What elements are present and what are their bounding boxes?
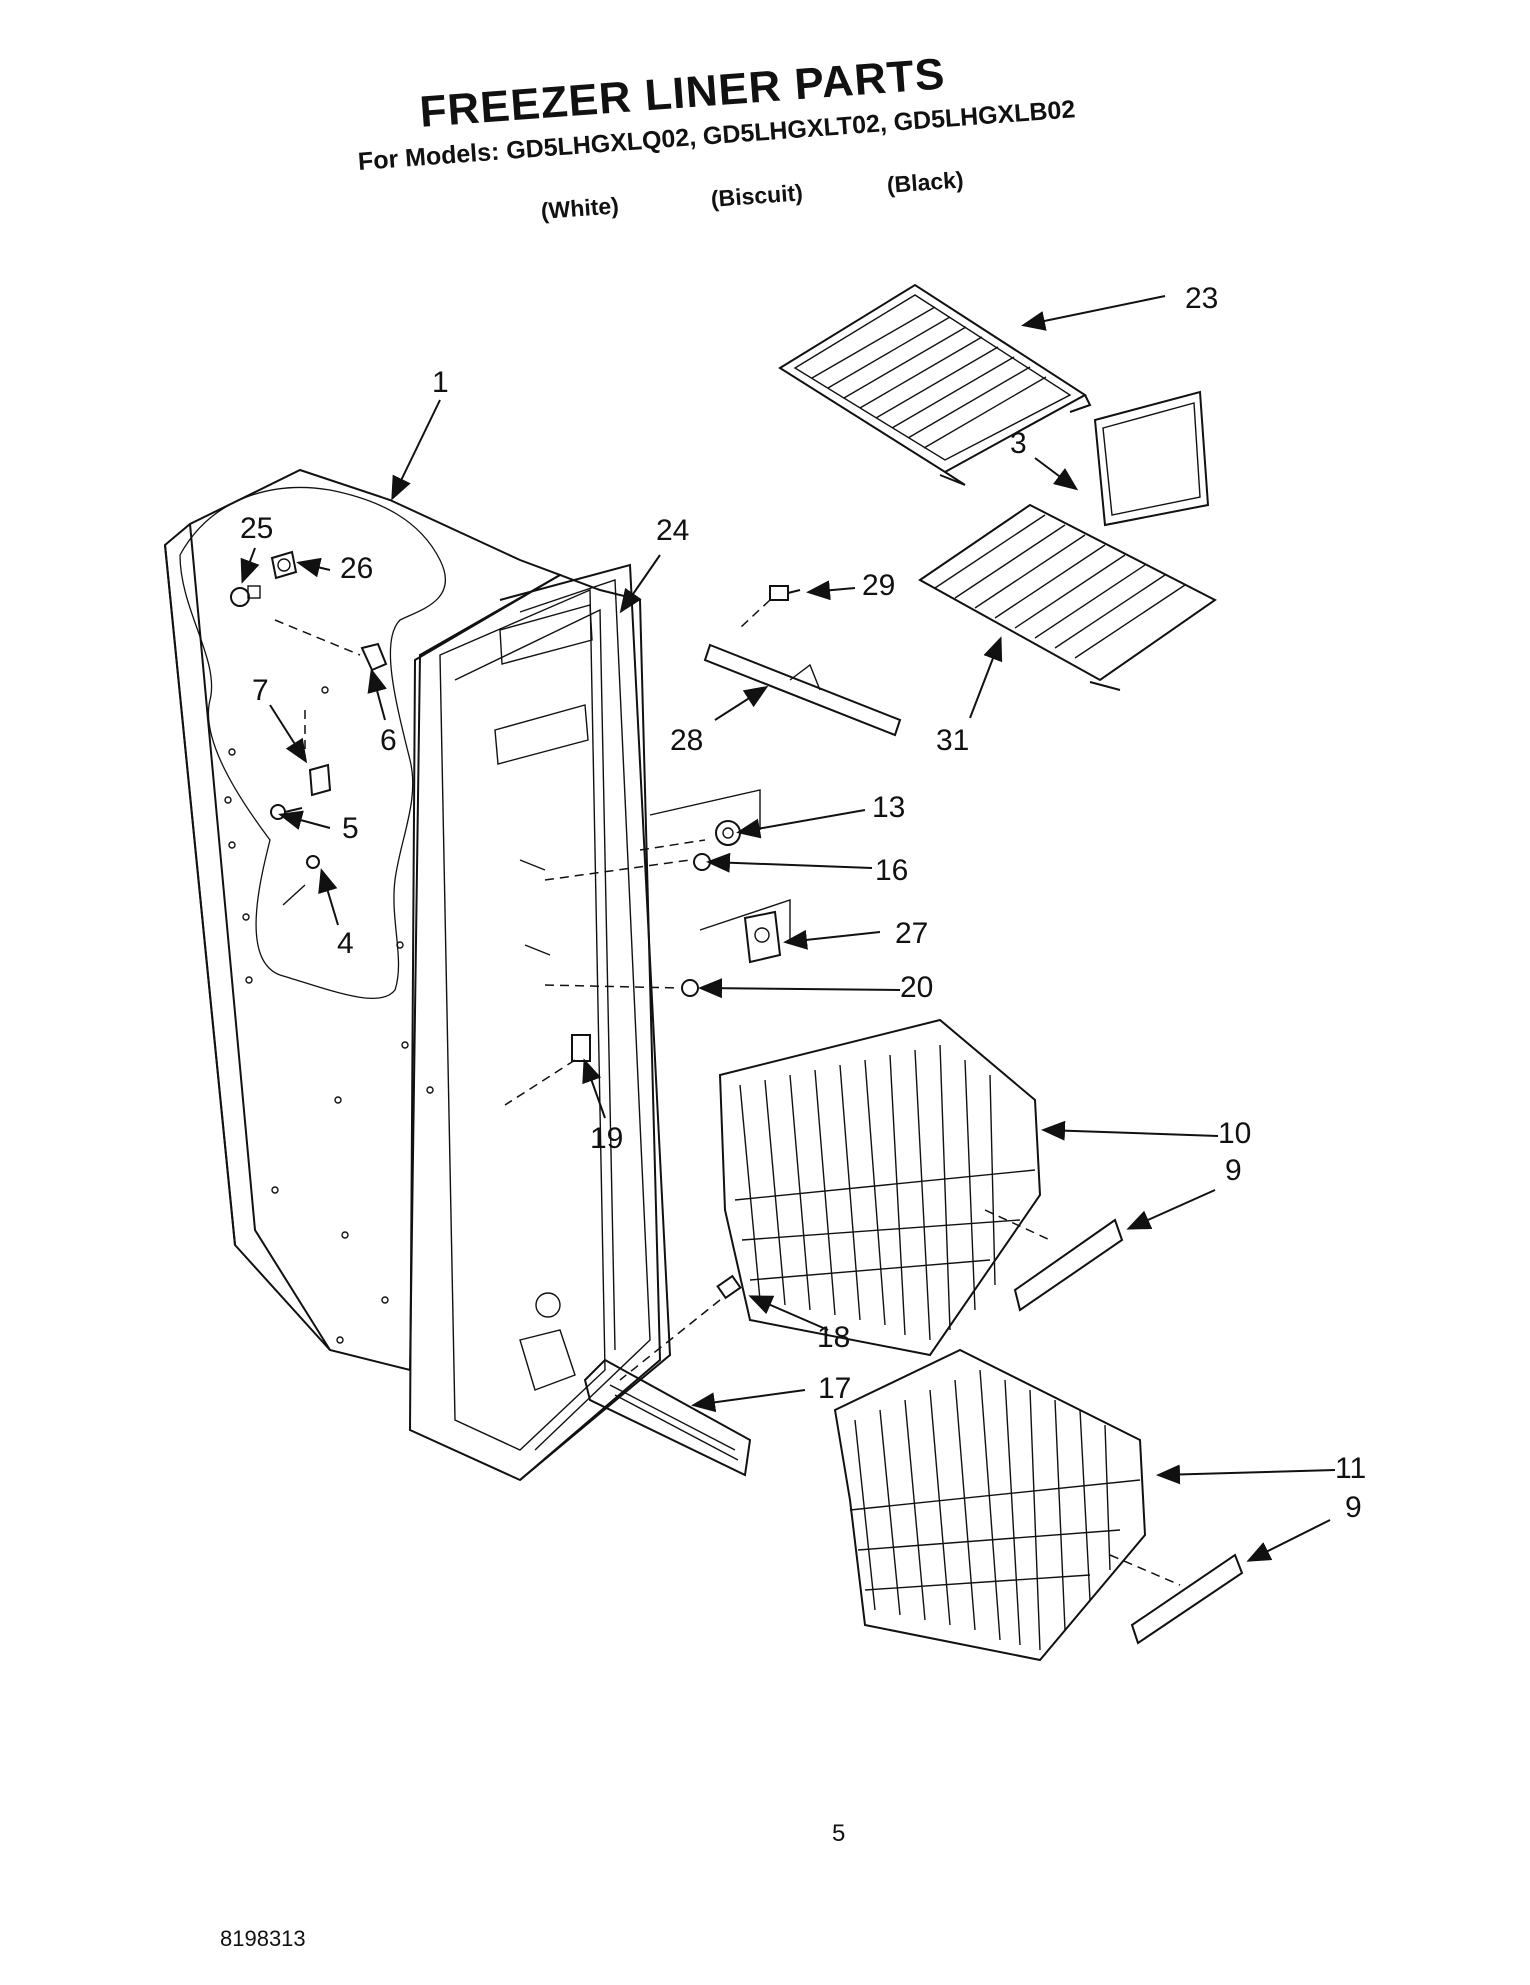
grille-17 bbox=[583, 1358, 752, 1477]
light-socket-26 bbox=[270, 550, 298, 580]
light-bulb-25 bbox=[230, 585, 261, 607]
callout-25: 25 bbox=[240, 512, 273, 545]
callout-28: 28 bbox=[670, 724, 703, 757]
wire-shelf-31 bbox=[918, 503, 1217, 691]
screw-4 bbox=[282, 855, 320, 906]
freezer-liner bbox=[163, 468, 672, 1482]
callout-11: 11 bbox=[1335, 1452, 1366, 1485]
basket-support-9a bbox=[1013, 1218, 1124, 1312]
callout-20: 20 bbox=[900, 971, 933, 1004]
basket-10 bbox=[718, 1018, 1051, 1357]
callout-27: 27 bbox=[895, 917, 928, 950]
callout-29: 29 bbox=[862, 569, 895, 602]
callout-31: 31 bbox=[936, 724, 969, 757]
callout-24: 24 bbox=[656, 514, 689, 547]
basket-11 bbox=[833, 1348, 1181, 1662]
basket-support-9b bbox=[1130, 1553, 1244, 1645]
callout-5: 5 bbox=[342, 812, 359, 845]
document-number: 8198313 bbox=[220, 1926, 306, 1951]
callout-1: 1 bbox=[432, 366, 449, 399]
callout-26: 26 bbox=[340, 552, 373, 585]
leader-arrows bbox=[240, 295, 1336, 1562]
shelf-cam-13 bbox=[639, 789, 761, 851]
bracket-7 bbox=[304, 710, 332, 797]
callout-16: 16 bbox=[875, 854, 908, 887]
callout-17: 17 bbox=[818, 1372, 851, 1405]
callout-18: 18 bbox=[817, 1321, 850, 1354]
screw-20 bbox=[544, 979, 699, 997]
callout-10: 10 bbox=[1218, 1117, 1251, 1150]
callout-19: 19 bbox=[590, 1122, 623, 1155]
callout-4: 4 bbox=[337, 927, 354, 960]
thermostat-19 bbox=[504, 1034, 591, 1106]
callout-9b: 9 bbox=[1345, 1491, 1362, 1524]
screw-29 bbox=[739, 585, 801, 629]
shelf-23 bbox=[778, 283, 1092, 486]
shelf-trim-3 bbox=[1093, 390, 1210, 527]
callout-3: 3 bbox=[1010, 427, 1027, 460]
callout-23: 23 bbox=[1185, 282, 1218, 315]
callout-7: 7 bbox=[252, 674, 269, 707]
callout-labels: 1 23 3 24 25 26 29 31 28 6 7 5 13 16 4 2… bbox=[240, 282, 1366, 1524]
damper-clip-6 bbox=[274, 619, 388, 672]
shelf-cam-27 bbox=[699, 899, 791, 964]
callout-6: 6 bbox=[380, 724, 397, 757]
page-number: 5 bbox=[832, 1820, 846, 1847]
callout-9a: 9 bbox=[1225, 1154, 1242, 1187]
bracket-28 bbox=[703, 643, 902, 737]
screw-18 bbox=[619, 1274, 742, 1381]
callout-13: 13 bbox=[872, 791, 905, 824]
